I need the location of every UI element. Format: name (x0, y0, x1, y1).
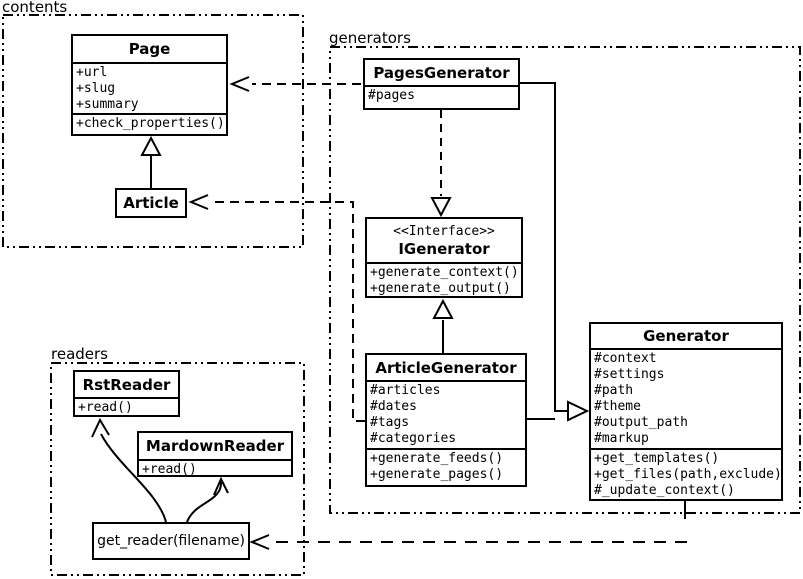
member-line: #dates (370, 399, 417, 414)
member-line: #_update_context() (594, 483, 735, 498)
interface-igenerator-operations: +generate_context()+generate_output() (367, 264, 521, 298)
class-articlegenerator-operations: +generate_feeds()+generate_pages() (367, 450, 525, 484)
interface-igenerator-name: IGenerator (398, 239, 490, 258)
class-rstreader[interactable]: RstReader +read() (73, 370, 180, 417)
interface-igenerator[interactable]: <<Interface>> IGenerator +generate_conte… (365, 217, 523, 298)
class-generator-name: Generator (591, 324, 781, 350)
member-line: #pages (368, 88, 415, 103)
member-line: #output_path (594, 415, 688, 430)
member-line: +get_templates() (594, 451, 720, 466)
class-pagesgenerator[interactable]: PagesGenerator #pages (363, 58, 520, 110)
member-line: #tags (370, 415, 410, 430)
member-line: +url (76, 65, 108, 80)
arrow-getreader-to-rstreader-line (100, 433, 167, 523)
arrow-getreader-to-rstreader-arrowhead (91, 417, 110, 438)
member-line: #categories (370, 431, 457, 446)
class-generator-attributes: #context#settings#path#theme#output_path… (591, 350, 781, 450)
arrow-getreader-to-mardownreader-arrowhead (213, 476, 229, 496)
class-generator-operations: +get_templates()+get_files(path,exclude)… (591, 450, 782, 500)
member-line: #settings (594, 367, 665, 382)
member-line: +summary (76, 97, 139, 112)
class-page-attributes: +url+slug+summary (73, 64, 226, 115)
member-line: +generate_context() (370, 265, 519, 280)
function-get-reader[interactable]: get_reader(filename) (92, 522, 250, 560)
dependency-articlegenerator-to-article-line (212, 201, 365, 422)
package-contents-label: contents (2, 0, 68, 16)
generalization-article-to-page-triangle (140, 135, 162, 156)
interface-igenerator-header: <<Interface>> IGenerator (367, 219, 521, 264)
class-mardownreader-operations: +read() (139, 461, 291, 479)
class-rstreader-operations: +read() (75, 399, 178, 417)
class-rstreader-name: RstReader (75, 372, 178, 399)
class-articlegenerator-name: ArticleGenerator (367, 355, 525, 382)
package-contents-frame (2, 14, 304, 248)
member-line: +generate_output() (370, 281, 511, 296)
member-line: +slug (76, 81, 116, 96)
package-generators-label: generators (329, 29, 411, 47)
class-articlegenerator[interactable]: ArticleGenerator #articles#dates#tags#ca… (365, 353, 527, 487)
member-line: +get_files(path,exclude) (594, 467, 782, 482)
member-line: +generate_pages() (370, 467, 504, 482)
class-page[interactable]: Page +url+slug+summary +check_properties… (71, 34, 228, 136)
class-mardownreader-name: MardownReader (139, 433, 291, 461)
package-readers-frame (50, 362, 305, 576)
member-line: +generate_feeds() (370, 451, 504, 466)
member-line: #markup (594, 431, 649, 446)
class-pagesgenerator-name: PagesGenerator (365, 60, 518, 87)
package-generators-frame (329, 46, 801, 514)
class-article[interactable]: Article (115, 188, 187, 218)
generalization-articlegenerator-to-igenerator-triangle (432, 298, 454, 319)
member-line: +read() (78, 400, 133, 415)
package-readers-label: readers (51, 345, 108, 363)
dependency-articlegenerator-to-article-arrowhead (188, 194, 209, 210)
class-page-name: Page (73, 36, 226, 64)
class-mardownreader[interactable]: MardownReader +read() (137, 431, 293, 477)
dependency-generator-to-getreader-arrowhead (249, 534, 270, 550)
generalization-pagesgenerator-to-generator-line (520, 82, 568, 412)
class-page-operations: +check_properties() (73, 115, 226, 133)
member-line: #theme (594, 399, 641, 414)
member-line: #path (594, 383, 634, 398)
class-article-name: Article (123, 194, 179, 212)
class-generator[interactable]: Generator #context#settings#path#theme#o… (589, 322, 783, 501)
realization-pagesgenerator-to-igenerator-triangle (430, 197, 452, 218)
arrow-getreader-to-mardownreader-line (186, 481, 222, 523)
member-line: +check_properties() (76, 116, 225, 131)
member-line: +read() (142, 462, 197, 477)
member-line: #articles (370, 383, 441, 398)
member-line: #context (594, 351, 657, 366)
class-pagesgenerator-attributes: #pages (365, 87, 518, 105)
dependency-pagesgenerator-to-page-arrowhead (229, 76, 250, 92)
function-get-reader-label: get_reader(filename) (97, 533, 245, 549)
generalization-to-generator-triangle (567, 400, 590, 422)
interface-igenerator-stereotype: <<Interface>> (393, 223, 495, 239)
class-articlegenerator-attributes: #articles#dates#tags#categories (367, 382, 525, 450)
